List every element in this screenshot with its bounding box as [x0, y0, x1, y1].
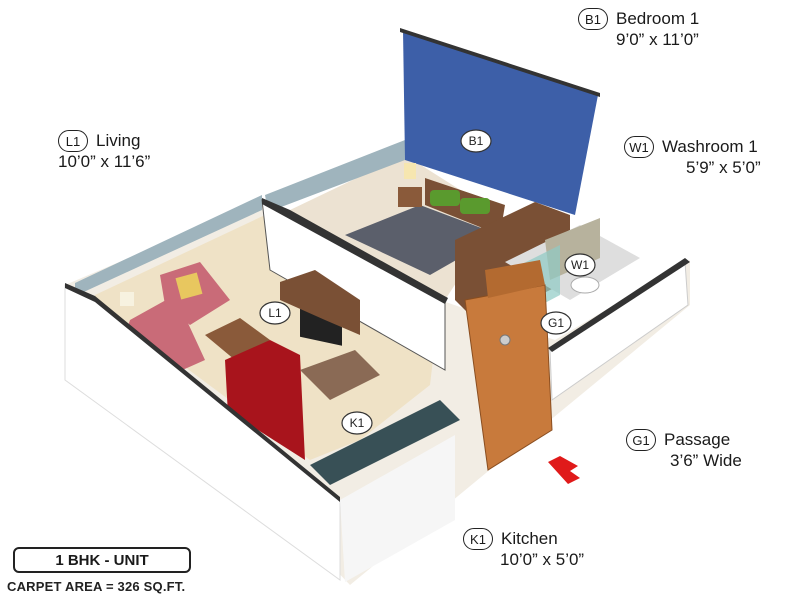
unit-type-badge: 1 BHK - UNIT — [13, 547, 191, 573]
washroom-size: 5’9” x 5’0” — [686, 158, 761, 177]
washroom-code-badge: W1 — [624, 136, 654, 158]
toilet — [570, 276, 600, 294]
bedroom-name: Bedroom 1 — [616, 9, 700, 28]
kitchen-name: Kitchen — [501, 529, 558, 548]
door-frame — [485, 260, 545, 298]
nightstand — [398, 187, 422, 207]
bedroom-size: 9’0” x 11’0” — [616, 30, 699, 49]
living-size: 10’0” x 11’6” — [58, 152, 151, 171]
tag-l1: L1 — [259, 301, 291, 325]
bedroom-accent-wall — [403, 30, 598, 215]
tag-g1: G1 — [540, 311, 572, 335]
fridge — [225, 340, 305, 460]
kitchen-code-badge: K1 — [463, 528, 493, 550]
label-kitchen: K1 Kitchen 10’0” x 5’0” — [463, 528, 584, 570]
bedroom-code-badge: B1 — [578, 8, 608, 30]
tv-unit — [280, 270, 360, 335]
label-passage: G1 Passage 3’6” Wide — [626, 429, 742, 471]
window-strip-bedroom — [265, 140, 405, 212]
passage-name: Passage — [664, 430, 731, 449]
tag-w1: W1 — [564, 253, 596, 277]
door-handle — [499, 334, 511, 346]
dining-table — [300, 350, 380, 400]
right-wall-cap — [548, 258, 690, 352]
pillow-2 — [460, 198, 490, 214]
front-wall-right — [340, 435, 455, 582]
window-strip — [75, 195, 262, 296]
bedroom-wall-cap — [400, 28, 600, 97]
kitchen-counter — [310, 400, 460, 485]
carpet-area: CARPET AREA = 326 SQ.FT. — [7, 579, 186, 594]
tag-k1: K1 — [341, 411, 373, 435]
lamp — [404, 163, 416, 179]
passage-code-badge: G1 — [626, 429, 656, 451]
label-bedroom: B1 Bedroom 1 9’0” x 11’0” — [578, 8, 699, 50]
svg-text:L1: L1 — [268, 306, 282, 320]
cushion — [175, 272, 203, 300]
kitchen-size: 10’0” x 5’0” — [500, 550, 585, 569]
pillow — [430, 190, 460, 206]
living-code-badge: L1 — [58, 130, 88, 152]
bed — [345, 205, 500, 275]
entry-arrow — [548, 456, 580, 484]
tag-b1: B1 — [460, 129, 492, 153]
label-living: L1 Living 10’0” x 11’6” — [58, 130, 150, 172]
svg-text:B1: B1 — [469, 134, 484, 148]
partition-wall-top — [262, 198, 448, 304]
svg-text:W1: W1 — [571, 258, 589, 272]
living-name: Living — [96, 131, 141, 150]
svg-text:K1: K1 — [350, 416, 365, 430]
washroom-name: Washroom 1 — [662, 137, 758, 156]
side-lamp — [120, 292, 134, 306]
passage-size: 3’6” Wide — [670, 451, 742, 470]
svg-text:G1: G1 — [548, 316, 564, 330]
coffee-table — [205, 318, 270, 360]
label-washroom: W1 Washroom 1 5’9” x 5’0” — [624, 136, 761, 178]
